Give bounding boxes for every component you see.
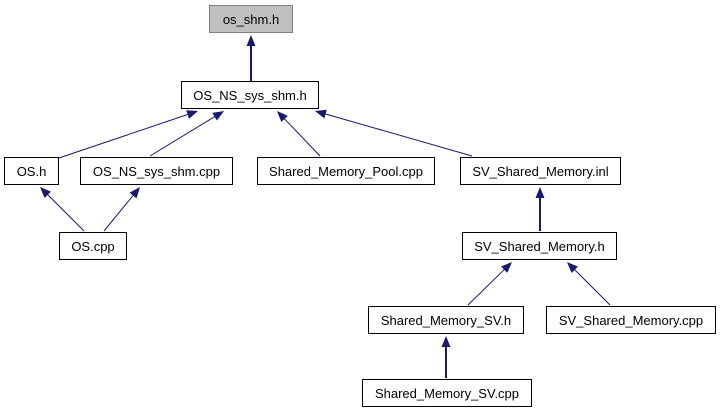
edge-line — [467, 269, 505, 306]
graph-edge-os-ns-sys-shm-cpp-to-os-ns-sys-shm-h — [149, 111, 224, 157]
arrow-head-icon — [246, 35, 256, 46]
edge-line — [284, 118, 321, 157]
graph-node-label: SV_Shared_Memory.inl — [472, 163, 609, 179]
arrow-head-icon — [186, 110, 198, 119]
graph-edge-os-cpp-to-os-ns-sys-shm-cpp — [103, 187, 140, 232]
edge-line — [574, 269, 611, 306]
edge-line — [325, 113, 473, 157]
graph-node-label: SV_Shared_Memory.cpp — [558, 312, 704, 328]
graph-edge-sv-shared-memory-cpp-to-sv-shared-memory-h — [567, 262, 611, 306]
graph-node-label: Shared_Memory_Pool.cpp — [269, 163, 423, 179]
graph-node-os-cpp[interactable]: OS.cpp — [59, 232, 127, 260]
graph-node-label: OS_NS_sys_shm.h — [193, 87, 307, 103]
arrow-head-icon — [500, 262, 512, 273]
graph-node-shared-memory-sv-h[interactable]: Shared_Memory_SV.h — [368, 306, 524, 334]
edge-line — [103, 195, 134, 232]
arrow-head-icon — [212, 111, 224, 121]
graph-node-label: Shared_Memory_SV.h — [380, 312, 512, 328]
graph-node-os-h[interactable]: OS.h — [4, 157, 59, 185]
arrow-head-icon — [441, 336, 451, 347]
graph-node-sv-shared-memory-h[interactable]: SV_Shared_Memory.h — [462, 232, 617, 260]
graph-node-os-ns-sys-shm-cpp[interactable]: OS_NS_sys_shm.cpp — [80, 157, 233, 185]
arrow-head-icon — [129, 187, 140, 199]
arrow-head-icon — [315, 109, 327, 119]
graph-node-shared-memory-pool-cpp[interactable]: Shared_Memory_Pool.cpp — [257, 157, 435, 185]
graph-edge-sv-shared-memory-inl-to-os-ns-sys-shm-h — [315, 109, 473, 157]
graph-node-sv-shared-memory-inl[interactable]: SV_Shared_Memory.inl — [460, 157, 621, 185]
graph-node-label: OS.cpp — [71, 238, 115, 254]
graph-node-label: OS_NS_sys_shm.cpp — [92, 163, 221, 179]
graph-edge-os-h-to-os-ns-sys-shm-h — [58, 110, 198, 159]
arrow-head-icon — [277, 111, 288, 123]
graph-node-os-ns-sys-shm-h[interactable]: OS_NS_sys_shm.h — [181, 81, 319, 109]
graph-edge-shared-memory-sv-h-to-sv-shared-memory-h — [467, 262, 512, 306]
graph-edge-os-ns-sys-shm-h-to-os-shm-h — [246, 35, 256, 81]
arrow-head-icon — [535, 187, 545, 198]
graph-node-label: os_shm.h — [222, 11, 280, 27]
graph-node-os-shm-h[interactable]: os_shm.h — [209, 5, 293, 33]
graph-edge-sv-shared-memory-h-to-sv-shared-memory-inl — [535, 187, 545, 231]
graph-edge-shared-memory-pool-cpp-to-os-ns-sys-shm-h — [277, 111, 321, 157]
graph-edge-os-cpp-to-os-h — [40, 187, 85, 232]
graph-node-label: OS.h — [16, 163, 47, 179]
edge-line — [149, 116, 215, 157]
graph-node-label: Shared_Memory_SV.cpp — [374, 385, 520, 401]
edge-line — [47, 194, 85, 232]
graph-node-sv-shared-memory-cpp[interactable]: SV_Shared_Memory.cpp — [546, 306, 716, 334]
graph-node-label: SV_Shared_Memory.h — [474, 238, 605, 254]
arrow-head-icon — [40, 187, 51, 198]
edge-line — [58, 114, 188, 159]
arrow-head-icon — [567, 262, 578, 273]
graph-node-shared-memory-sv-cpp[interactable]: Shared_Memory_SV.cpp — [362, 379, 532, 407]
graph-edge-shared-memory-sv-cpp-to-shared-memory-sv-h — [441, 336, 451, 378]
